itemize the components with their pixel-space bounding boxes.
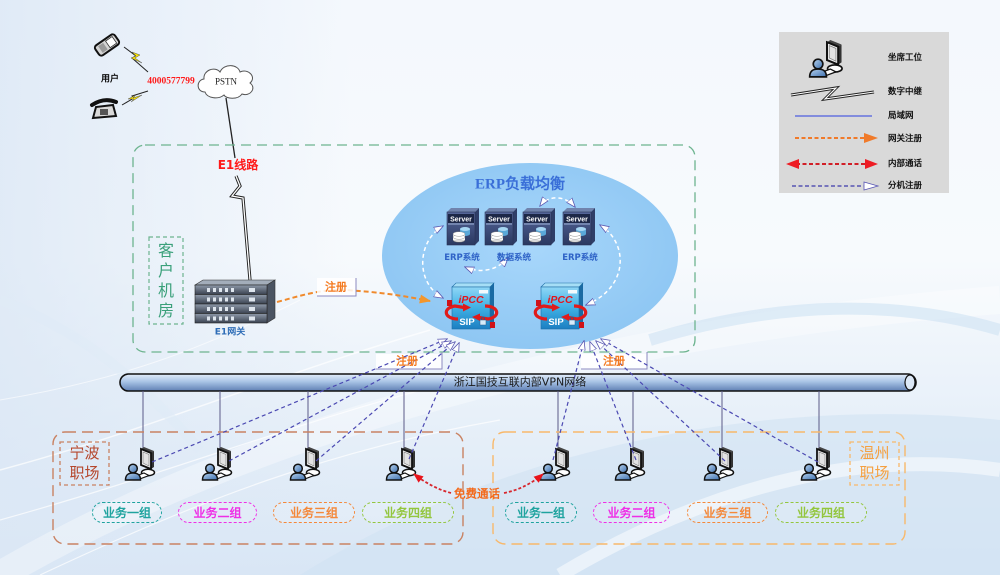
mobile-phone-icon <box>93 33 121 57</box>
site-label-ningbo: 宁波职场 <box>60 442 109 485</box>
lightning-link-icon <box>123 46 149 73</box>
trunk-line <box>225 97 236 159</box>
wenzhou-group-1: 业务一组 <box>505 502 577 523</box>
site-name-wenzhou: 温州职场 <box>859 444 890 482</box>
server-badge: Server <box>488 217 510 224</box>
legend-label-lan: 局域网 <box>888 110 914 121</box>
register-label-border-right <box>581 352 648 370</box>
gateway-register-label: 注册 <box>325 280 347 294</box>
register-label-frame-right <box>581 354 647 369</box>
server-caption-erp-2: ERP系统 <box>562 252 598 263</box>
database-icon <box>568 227 586 243</box>
free-call-label: 免费通话 <box>454 486 500 501</box>
site-boundary-wenzhou <box>492 431 906 545</box>
ningbo-group-1: 业务一组 <box>92 502 162 523</box>
gateway-register-arrow-icon <box>795 133 878 143</box>
ningbo-group-3: 业务三组 <box>273 502 355 523</box>
customer-room-label-text: 客户机房 <box>157 240 174 320</box>
extension-register-label-right: 注册 <box>603 354 625 368</box>
gateway-register-label-border <box>317 278 357 297</box>
e1-gateway-label: E1网关 <box>214 327 246 338</box>
extension-register-lines <box>151 339 819 463</box>
lightning-link-icon <box>121 90 149 106</box>
site-name-ningbo: 宁波职场 <box>69 444 100 482</box>
server-caption-data: 数据系统 <box>496 252 532 263</box>
legend-label-internal-call: 内部通话 <box>888 158 923 169</box>
pstn-cloud-label: PSTN <box>214 76 238 87</box>
vpn-backbone-bus <box>119 373 917 392</box>
lock-icon <box>479 316 487 326</box>
lan-drop-lines <box>142 391 820 450</box>
pstn-cloud-icon <box>197 65 254 99</box>
gateway-register-label-frame <box>317 278 356 296</box>
ipcc-brand: iPCC <box>458 294 484 306</box>
ipcc-protocol: SIP <box>548 317 564 328</box>
extension-register-arrow-icon <box>792 181 880 191</box>
customer-room-boundary <box>132 144 696 353</box>
site-label-wenzhou: 温州职场 <box>850 442 899 485</box>
legend-label-trunk: 数字中继 <box>888 86 923 97</box>
legend-label-extension-register: 分机注册 <box>888 180 923 191</box>
erp-sync-arrows <box>422 198 621 306</box>
e1-gateway-icon <box>193 279 277 324</box>
ipcc-sip-server-1: iPCC SIP <box>444 282 499 330</box>
server-badge: Server <box>566 217 588 224</box>
customer-room-label: 客户机房 <box>149 237 183 324</box>
customer-room-label-box <box>148 236 184 325</box>
server-badge: Server <box>526 217 548 224</box>
server-erp-2: Server <box>562 208 595 246</box>
internal-call-arrow-icon <box>786 159 878 169</box>
wenzhou-group-2: 业务二组 <box>593 502 670 523</box>
site-label-box-wenzhou <box>849 441 900 486</box>
wenzhou-group-4: 业务四组 <box>775 502 867 523</box>
legend-label-agent: 坐席工位 <box>888 52 923 63</box>
register-label-frame-left <box>376 354 442 369</box>
database-icon <box>490 227 508 243</box>
server-erp-1: Server <box>446 208 479 246</box>
ningbo-group-2: 业务二组 <box>178 502 257 523</box>
internal-call-arrows <box>413 473 544 494</box>
ipcc-brand: iPCC <box>547 294 573 306</box>
digital-trunk-line <box>229 175 252 281</box>
e1-trunk-label: E1线路 <box>217 158 259 172</box>
database-icon <box>528 227 546 243</box>
site-boundary-ningbo <box>52 431 464 545</box>
hotline-number: 4000577799 <box>147 76 195 87</box>
server-data-1: Server <box>484 208 517 246</box>
extension-register-label-left: 注册 <box>396 354 418 368</box>
desk-phone-icon <box>90 98 118 120</box>
server-badge: Server <box>450 217 472 224</box>
ningbo-group-4: 业务四组 <box>362 502 454 523</box>
ipcc-sip-server-2: iPCC SIP <box>533 282 588 330</box>
wenzhou-group-3: 业务三组 <box>687 502 768 523</box>
ipcc-protocol: SIP <box>459 317 475 328</box>
digital-trunk-icon <box>790 85 875 102</box>
lock-icon <box>568 316 576 326</box>
user-label: 用户 <box>100 74 120 85</box>
site-label-box-ningbo <box>59 441 110 486</box>
database-icon <box>452 227 470 243</box>
erp-cluster-title: ERP负载均衡 <box>474 176 566 193</box>
server-data-2: Server <box>522 208 555 246</box>
legend-panel <box>779 32 949 193</box>
legend-label-gateway-register: 网关注册 <box>888 133 923 144</box>
server-caption-erp-1: ERP系统 <box>444 252 480 263</box>
vpn-backbone-label: 浙江国技互联内部VPN网络 <box>453 375 587 389</box>
